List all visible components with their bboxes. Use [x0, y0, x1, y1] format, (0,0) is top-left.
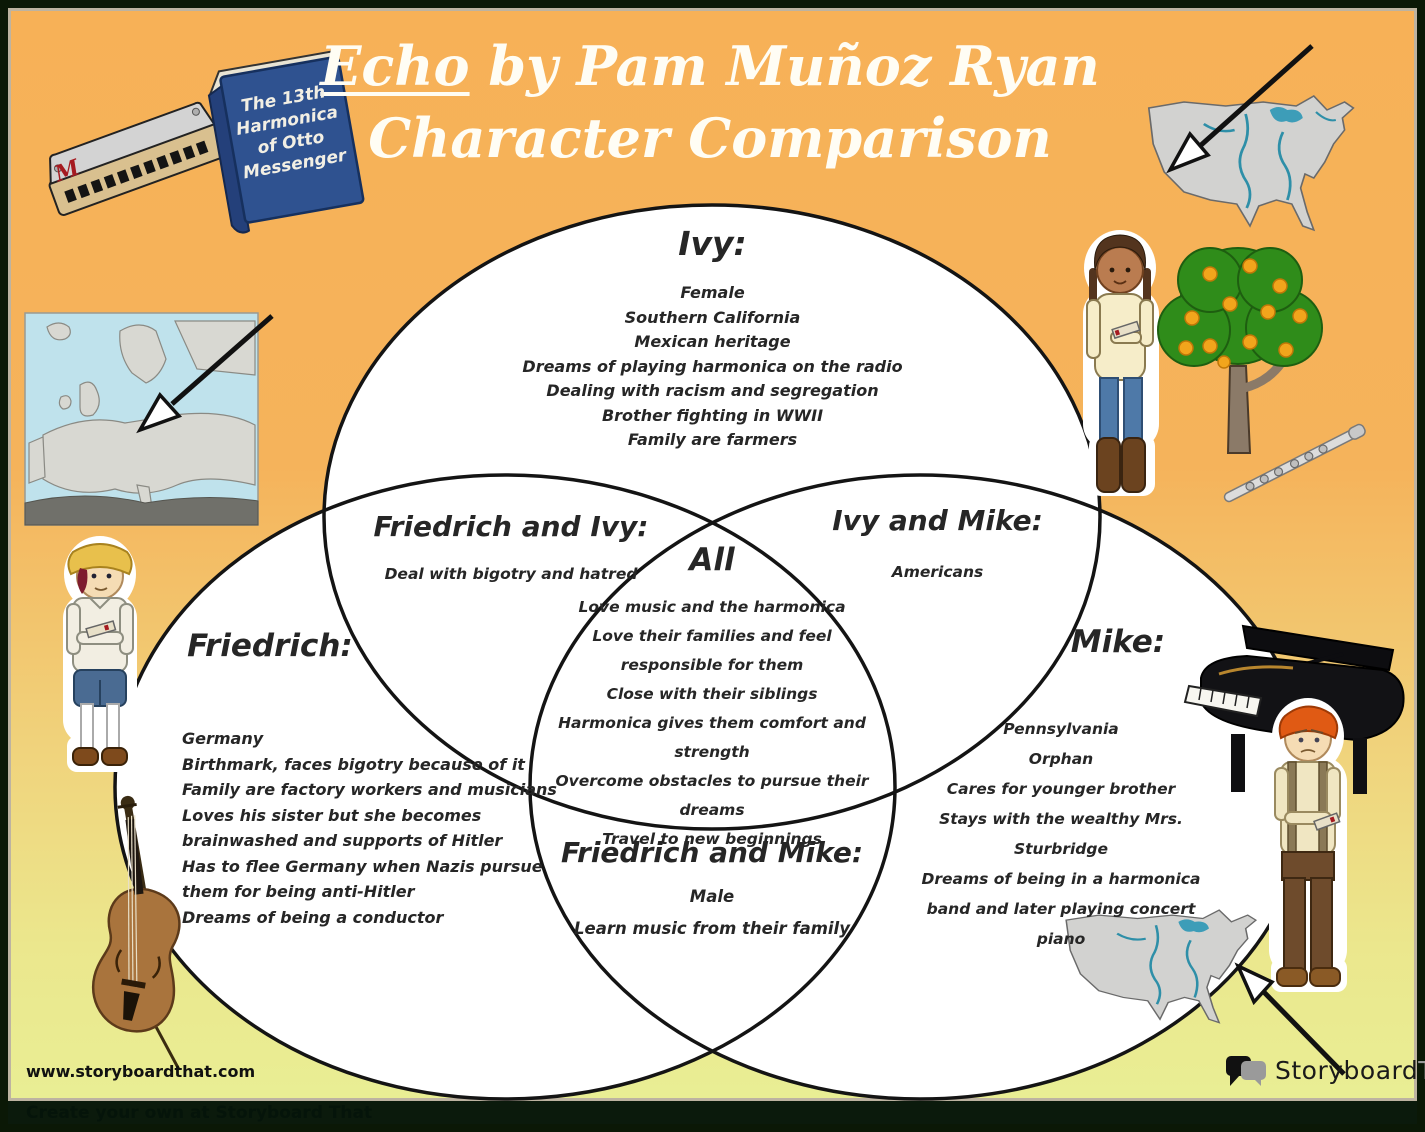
- venn-heading-ivy: Ivy:: [678, 224, 747, 263]
- list-item: Southern California: [624, 307, 801, 327]
- title-line-1: Echo by Pam Muñoz Ryan: [310, 30, 1110, 102]
- venn-heading-friedrich-ivy: Friedrich and Ivy:: [373, 510, 649, 543]
- list-item: Harmonica gives them comfort and strengt…: [558, 714, 866, 761]
- list-item: Dreams of being a conductor: [182, 907, 444, 927]
- venn-section-friedrich-ivy: Friedrich and Ivy: Deal with bigotry and…: [352, 510, 670, 583]
- watermark-text: Create your own at Storyboard That: [26, 1103, 373, 1123]
- logo-text-primary: Storyboard: [1275, 1055, 1419, 1085]
- venn-items-friedrich-ivy: Deal with bigotry and hatred: [352, 565, 670, 583]
- list-item: Brother fighting in WWII: [601, 405, 824, 425]
- usa-map-icon: [1065, 909, 1258, 1024]
- list-item: Close with their siblings: [606, 685, 818, 703]
- list-item: Male: [689, 887, 735, 906]
- arrow-icon: [136, 314, 274, 434]
- flute-icon: [1223, 423, 1366, 503]
- list-item: Dealing with racism and segregation: [546, 381, 879, 400]
- ivy-character: [1083, 230, 1159, 496]
- venn-heading-friedrich-wrap: Friedrich:: [150, 628, 390, 664]
- arrow-icon: [1166, 44, 1314, 174]
- speech-bubbles-logo-icon: [1226, 1056, 1266, 1086]
- bottom-watermark-bar: Create your own at Storyboard That: [8, 1101, 1417, 1124]
- list-item: Stays with the wealthy Mrs. Sturbridge: [939, 810, 1183, 858]
- list-item: Deal with bigotry and hatred: [384, 565, 638, 583]
- list-item: Love their families and feel responsible…: [592, 627, 832, 674]
- title-book-name: Echo: [320, 34, 470, 98]
- orange-tree-icon: [1157, 247, 1323, 454]
- venn-heading-mike: Mike:: [1070, 624, 1166, 660]
- venn-section-ivy-mike: Ivy and Mike: Americans: [775, 504, 1100, 581]
- arrow-icon: [1234, 962, 1346, 1076]
- list-item: Loves his sister but she becomes brainwa…: [182, 805, 503, 851]
- title-suffix: by Pam Muñoz Ryan: [469, 34, 1100, 98]
- list-item: Learn music from their family: [574, 919, 850, 938]
- venn-heading-mike-wrap: Mike:: [1040, 624, 1196, 660]
- list-item: Female: [680, 283, 745, 302]
- mike-character: [1269, 698, 1347, 992]
- list-item: Dreams of playing harmonica on the radio: [522, 356, 903, 376]
- page-title: Echo by Pam Muñoz Ryan Character Compari…: [310, 30, 1110, 174]
- cello-icon: [92, 795, 181, 1071]
- venn-items-ivy-mike: Americans: [775, 563, 1100, 581]
- friedrich-character: [63, 536, 137, 772]
- list-item: Family are factory workers and musicians: [182, 780, 557, 799]
- list-item: Travel to new beginnings: [602, 830, 822, 848]
- list-item: Americans: [891, 563, 984, 581]
- harmonica-icon: [48, 101, 228, 216]
- list-item: Has to flee Germany when Nazis pursue th…: [182, 856, 543, 902]
- venn-circle-friedrich-outline: [113, 473, 897, 1101]
- book-icon: [207, 49, 365, 234]
- list-item: Birthmark, faces bigotry because of it: [182, 754, 525, 774]
- venn-heading-friedrich: Friedrich:: [187, 628, 353, 664]
- list-item: Cares for younger brother: [946, 780, 1176, 798]
- usa-map-icon: [1147, 95, 1355, 232]
- website-url: www.storyboardthat.com: [26, 1062, 256, 1081]
- list-item: Family are farmers: [627, 430, 798, 449]
- logo-text-secondary: That: [1418, 1056, 1425, 1085]
- list-item: Mexican heritage: [634, 332, 791, 351]
- list-item: Dreams of being in a harmonica band and …: [921, 870, 1201, 948]
- venn-heading-friedrich-mike: Friedrich and Mike:: [560, 836, 864, 869]
- title-line-2: Character Comparison: [368, 106, 1052, 170]
- venn-heading-ivy-mike: Ivy and Mike:: [832, 504, 1043, 537]
- venn-circle-ivy-outline: [322, 203, 1102, 831]
- list-item: Orphan: [1028, 750, 1094, 768]
- list-item: Germany: [182, 729, 264, 748]
- list-item: Pennsylvania: [1003, 720, 1119, 738]
- list-item: Love music and the harmonica: [578, 598, 846, 616]
- venn-heading-all: All: [689, 542, 735, 578]
- grand-piano-icon: [1183, 624, 1405, 794]
- europe-map-icon: [24, 312, 259, 526]
- list-item: Overcome obstacles to pursue their dream…: [555, 772, 869, 819]
